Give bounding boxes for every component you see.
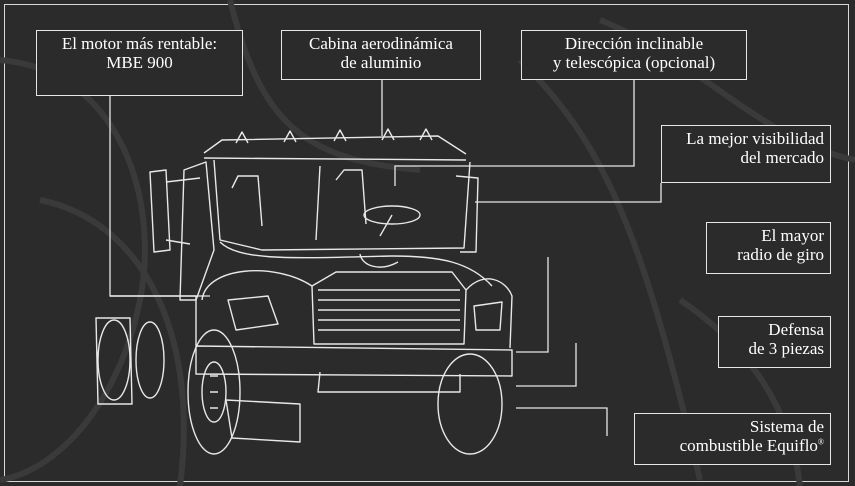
callout-cab: Cabina aerodinámica de aluminio	[281, 30, 481, 80]
callout-steering: Dirección inclinable y telescópica (opci…	[521, 30, 747, 80]
truck-outline	[95, 128, 513, 455]
callout-visibility: La mejor visibilidad del mercado	[661, 125, 831, 183]
outer-frame	[4, 4, 849, 482]
callout-fuel-line2: combustible Equiflo®	[641, 436, 824, 455]
callout-bumper-line2: de 3 piezas	[748, 339, 824, 358]
callout-fuel: Sistema de combustible Equiflo®	[634, 413, 831, 465]
callout-turning: El mayor radio de giro	[706, 222, 831, 274]
callout-bumper: Defensa de 3 piezas	[718, 316, 831, 368]
callout-steering-line1: Dirección inclinable	[564, 34, 704, 53]
callout-turning-line2: radio de giro	[737, 245, 824, 264]
callout-fuel-line1: Sistema de	[749, 417, 824, 436]
callout-bumper-line1: Defensa	[768, 320, 824, 339]
callout-steering-line2: y telescópica (opcional)	[552, 53, 716, 72]
callout-cab-line2: de aluminio	[340, 53, 422, 72]
callout-visibility-line1: La mejor visibilidad	[686, 129, 824, 148]
registered-mark: ®	[817, 437, 824, 447]
callout-engine-line2: MBE 900	[106, 53, 173, 72]
callout-turning-line1: El mayor	[761, 226, 824, 245]
callout-engine: El motor más rentable: MBE 900	[36, 30, 243, 96]
callout-engine-line1: El motor más rentable:	[61, 34, 218, 53]
callout-cab-line1: Cabina aerodinámica	[309, 34, 453, 53]
callout-fuel-line2-text: combustible Equiflo	[679, 436, 818, 455]
callout-visibility-line2: del mercado	[740, 148, 824, 167]
